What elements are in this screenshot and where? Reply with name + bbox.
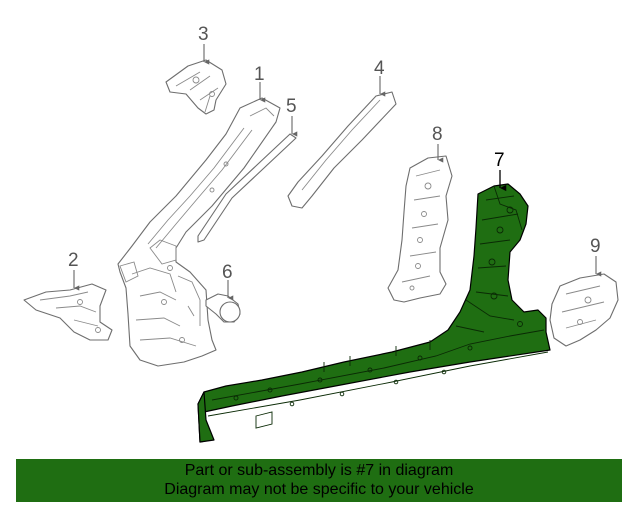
callout-3: 3 [198,24,209,45]
exploded-parts-diagram: 3 1 5 4 2 6 8 7 9 [23,24,619,443]
part-6-plug[interactable] [205,293,241,323]
part-7-rocker-panel-highlighted[interactable] [197,183,551,443]
part-9-bracket[interactable] [549,273,619,347]
leader-lines [73,44,602,301]
part-1-a-pillar[interactable] [117,97,281,367]
callout-6: 6 [222,262,233,283]
part-5-seal-strip[interactable] [197,133,297,243]
callout-5: 5 [286,96,297,117]
part-4-trim-molding[interactable] [287,91,397,209]
banner-line-1: Part or sub-assembly is #7 in diagram [184,462,454,479]
banner-line-2: Diagram may not be specific to your vehi… [164,481,474,498]
part-3-bracket[interactable] [165,59,227,115]
callout-9: 9 [590,236,601,257]
part-notice-banner: Part or sub-assembly is #7 in diagram Di… [16,459,622,502]
callout-8: 8 [432,124,443,145]
callout-2: 2 [68,250,79,271]
callout-1: 1 [254,64,265,85]
part-8-b-pillar-inner[interactable] [387,155,453,303]
callout-7: 7 [494,150,505,171]
part-2-bracket[interactable] [23,283,113,341]
callout-4: 4 [374,58,385,79]
